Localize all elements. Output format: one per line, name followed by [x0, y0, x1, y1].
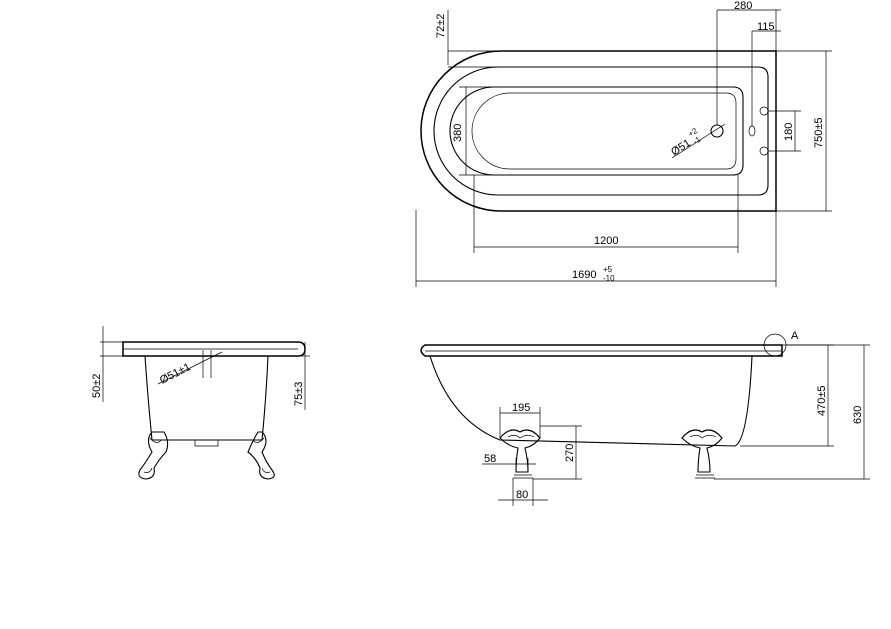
dim-waste-diameter: Ø51 +2 -1: [669, 123, 726, 159]
dim-foot-offset-label: 58: [484, 453, 496, 465]
plan-tap-hole-bottom: [759, 146, 769, 156]
plan-rim-inner-edge: [433, 66, 769, 196]
dim-end-waste-diameter: Ø51±1: [157, 351, 223, 387]
dim-tap-offset-label: 115: [757, 21, 775, 33]
side-foot-right: [681, 429, 723, 479]
dim-waste-tol-lower: -1: [691, 135, 702, 147]
dim-foot-base-label: 80: [516, 489, 528, 501]
dim-waste-offset-label: 280: [734, 0, 752, 12]
dim-overall-length-tol-lower: -10: [603, 274, 615, 283]
dim-foot-width: 195: [499, 402, 541, 438]
dim-total-height: 630: [714, 344, 870, 480]
dim-tap-spacing-label: 180: [783, 123, 795, 141]
dim-inner-length: 1200: [473, 175, 739, 253]
detail-label: A: [791, 330, 799, 342]
dim-foot-height-label: 270: [564, 444, 576, 462]
dim-depth-label: 75±3: [293, 382, 305, 406]
side-rim: [420, 344, 783, 357]
dim-waste-offset: 280: [716, 0, 781, 125]
dim-tap-spacing: 180: [768, 110, 801, 152]
dim-rim-height: 50±2: [91, 326, 123, 402]
dim-depth: 75±3: [293, 342, 310, 410]
dim-waste-diameter-label: Ø51: [669, 137, 693, 158]
dim-inner-length-label: 1200: [594, 235, 618, 247]
dim-overall-length: 1690 +5 -10: [415, 210, 777, 287]
dim-foot-width-label: 195: [512, 402, 530, 414]
side-view: A 195 270: [420, 330, 870, 506]
dim-inner-width: 380: [452, 86, 494, 176]
plan-overflow: [748, 125, 756, 137]
plan-basin-wall: [449, 86, 744, 176]
dim-total-height-label: 630: [852, 406, 864, 424]
dim-inner-depth: 470±5: [740, 344, 834, 447]
end-foot-right: [247, 431, 275, 480]
side-body: [429, 355, 753, 447]
dim-rim-edge: 72±2: [435, 10, 501, 68]
dim-width: 750±5: [776, 50, 832, 212]
end-body: [144, 355, 269, 441]
dim-end-waste-label: Ø51±1: [158, 361, 193, 387]
dim-foot-offset: 58: [482, 453, 536, 470]
dim-overall-length-tol-upper: +5: [603, 265, 613, 274]
plan-tap-hole-top: [759, 106, 769, 116]
plan-view: 1690 +5 -10 1200 380 72±2: [415, 0, 832, 287]
side-foot-left: [499, 429, 541, 479]
end-view: 50±2 75±3 Ø51±1: [91, 326, 310, 480]
dim-width-label: 750±5: [813, 117, 825, 148]
end-foot-left: [138, 431, 169, 480]
dim-inner-width-label: 380: [452, 124, 464, 142]
plan-basin-floor: [471, 92, 737, 170]
end-waste-pipe: [202, 350, 212, 378]
dim-foot-base: 80: [498, 478, 548, 506]
dim-rim-height-label: 50±2: [91, 374, 103, 398]
dim-foot-height: 270: [533, 425, 582, 480]
plan-outer-rim: [420, 50, 777, 212]
dim-overall-length-label: 1690: [572, 269, 596, 281]
dim-inner-depth-label: 470±5: [816, 385, 828, 416]
dim-rim-edge-label: 72±2: [435, 14, 447, 38]
dim-tap-offset: 115: [751, 21, 781, 126]
